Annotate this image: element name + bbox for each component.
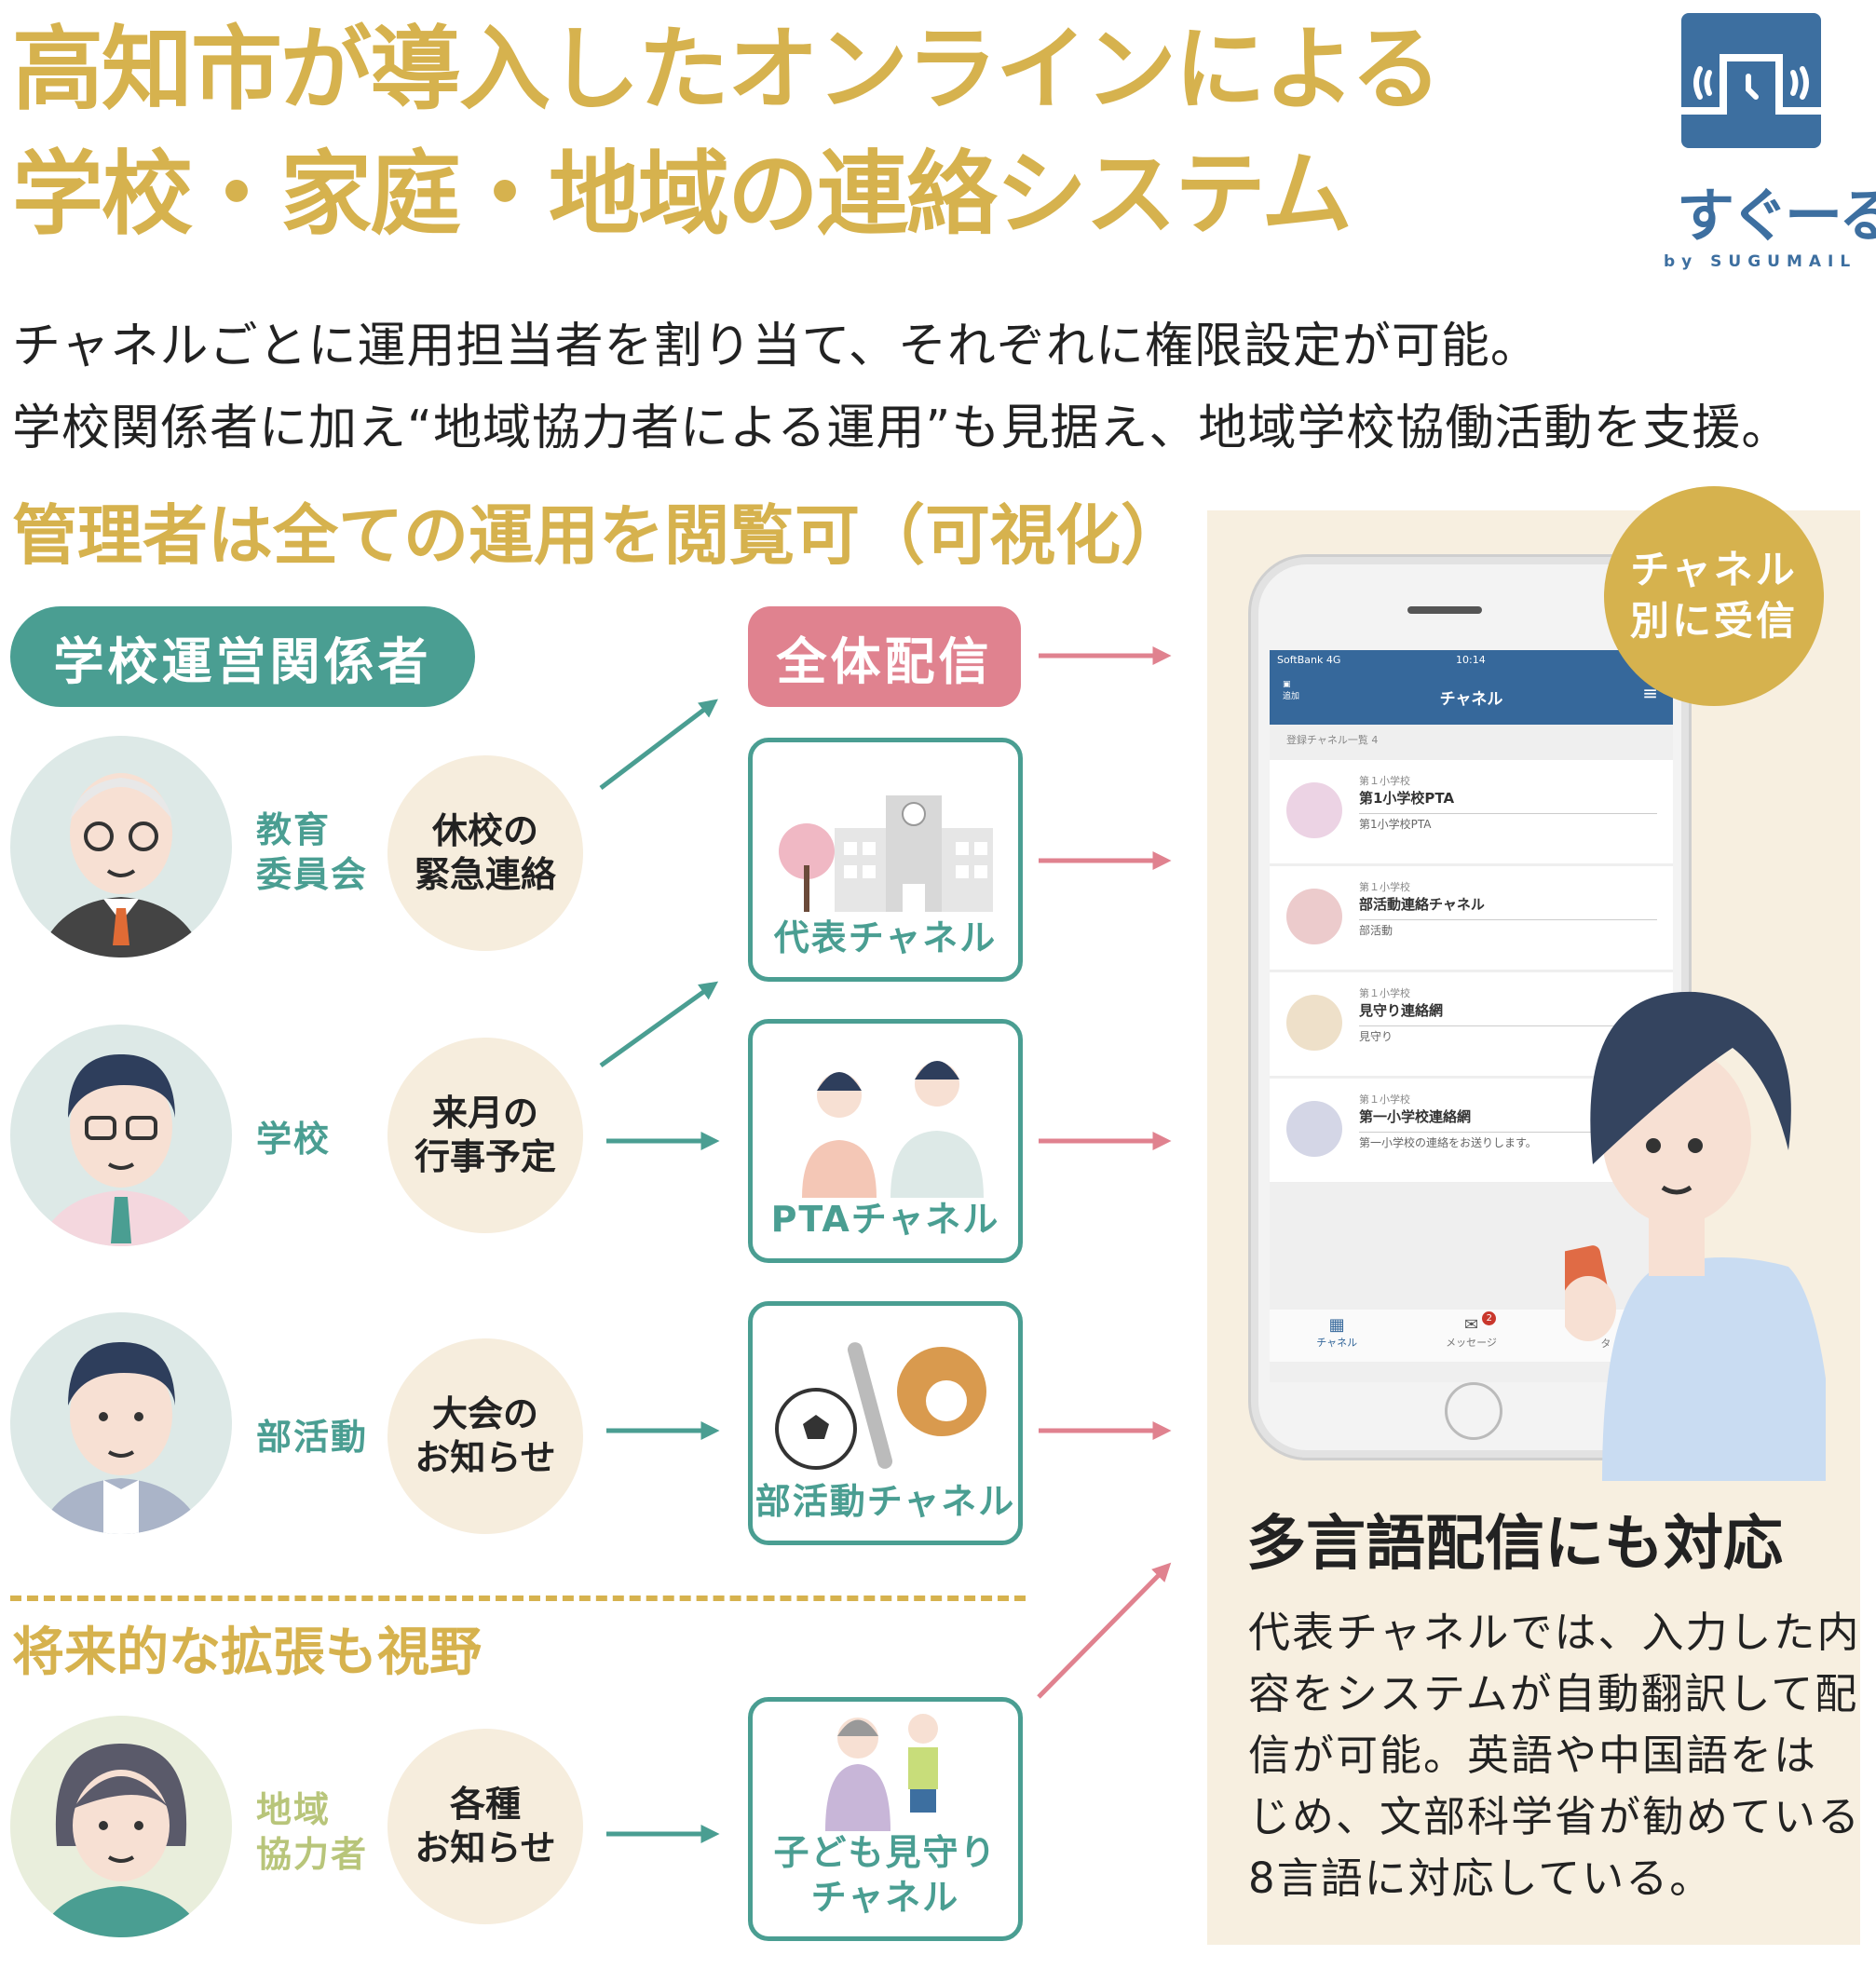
title-line1: 高知市が導入したオンラインによる bbox=[12, 17, 1442, 123]
carrier: SoftBank 4G bbox=[1277, 654, 1341, 666]
admin-heading: 管理者は全ての運用を閲覧可（可視化） bbox=[12, 497, 1186, 574]
multilang-text-line: 信が可能。英語や中国語をは bbox=[1248, 1731, 1818, 1780]
msg-line: 大会の bbox=[431, 1392, 538, 1434]
message-events: 来月の行事予定 bbox=[387, 1038, 583, 1233]
subtitle-line1: チャネルごとに運用担当者を割り当て、それぞれに権限設定が可能。 bbox=[12, 319, 1540, 374]
channel-label: 子ども見守りチャネル bbox=[773, 1831, 997, 1920]
title-line2: 学校・家庭・地域の連絡システム bbox=[12, 142, 1353, 248]
role-line: 地域 bbox=[256, 1789, 332, 1830]
channel-label: 代表チャネル bbox=[773, 917, 998, 958]
phone-speaker bbox=[1407, 606, 1482, 614]
item-desc: 部活動 bbox=[1359, 924, 1393, 937]
channel-label: 部活動チャネル bbox=[754, 1480, 1016, 1522]
club-icon bbox=[1286, 889, 1342, 944]
tab-label: チャネル bbox=[1316, 1337, 1358, 1349]
mail-icon: ✉ bbox=[1463, 1315, 1479, 1335]
role-label-school: 学校 bbox=[256, 1119, 332, 1160]
message-emergency: 休校の緊急連絡 bbox=[387, 755, 583, 951]
future-heading: 将来的な拡張も視野 bbox=[12, 1623, 482, 1683]
watch-icon bbox=[1286, 995, 1342, 1051]
item-school: 第１小学校 bbox=[1359, 987, 1410, 999]
avatar-board-of-education bbox=[10, 736, 232, 957]
tab-channel[interactable]: ▦ チャネル bbox=[1270, 1310, 1404, 1362]
channel-label-line: チャネル bbox=[810, 1876, 960, 1918]
sports-equipment-icon bbox=[774, 1341, 986, 1470]
add-label: 追加 bbox=[1283, 692, 1300, 701]
multilang-text-line: じめ、文部科学省が勧めている bbox=[1248, 1792, 1862, 1841]
msg-line: お知らせ bbox=[415, 1437, 556, 1478]
tab-label: メッセージ bbox=[1446, 1337, 1497, 1349]
channel-label: PTAチャネル bbox=[770, 1198, 1000, 1240]
item-name: 部活動連絡チャネル bbox=[1359, 894, 1657, 920]
role-label-board: 教育委員会 bbox=[256, 808, 368, 897]
channel-club: 部活動チャネル bbox=[748, 1301, 1023, 1545]
tab-other[interactable]: タ bbox=[1539, 1310, 1673, 1362]
item-name: 第1小学校PTA bbox=[1359, 788, 1657, 814]
multilang-heading: 多言語配信にも対応 bbox=[1246, 1510, 1783, 1579]
msg-line: 休校の bbox=[431, 809, 538, 851]
channel-representative: 代表チャネル bbox=[748, 738, 1023, 982]
app-header: SoftBank 4G 10:14 ▣追加 チャネル ≡ bbox=[1270, 650, 1673, 725]
multilang-text-line: 容をシステムが自動翻訳して配 bbox=[1248, 1669, 1859, 1718]
message-various: 各種お知らせ bbox=[387, 1729, 583, 1924]
item-school: 第１小学校 bbox=[1359, 775, 1410, 787]
dashed-divider bbox=[10, 1596, 1026, 1601]
woman-with-phone-illustration bbox=[1565, 991, 1826, 1481]
add-button[interactable]: ▣追加 bbox=[1283, 680, 1300, 701]
receive-by-channel-badge: チャネル 別に受信 bbox=[1604, 486, 1824, 706]
arrow-teal bbox=[599, 981, 719, 1068]
message-badge: 2 bbox=[1482, 1311, 1497, 1325]
multilang-text-line: 代表チャネルでは、入力した内 bbox=[1248, 1608, 1861, 1657]
msg-line: 各種 bbox=[449, 1783, 521, 1825]
avatar-club-activity bbox=[10, 1312, 232, 1534]
item-school: 第１小学校 bbox=[1359, 1093, 1410, 1106]
logo-byline: by SUGUMAIL bbox=[1664, 252, 1857, 271]
item-desc: 第1小学校PTA bbox=[1359, 818, 1432, 831]
msg-line: 緊急連絡 bbox=[414, 854, 556, 895]
pta-icon bbox=[1286, 782, 1342, 838]
avatar-community-cooperator bbox=[10, 1716, 232, 1937]
subtitle-line2: 学校関係者に加え“地域協力者による運用”も見据え、地域学校協働活動を支援。 bbox=[12, 401, 1791, 456]
role-line: 協力者 bbox=[256, 1833, 369, 1875]
channel-tab-icon: ▦ bbox=[1328, 1315, 1345, 1335]
list-header: 登録チャネル一覧 4 bbox=[1286, 734, 1379, 746]
arrow-teal bbox=[599, 699, 718, 790]
school-icon bbox=[1286, 1101, 1342, 1157]
arrow-pink bbox=[1037, 1562, 1172, 1699]
channel-list-item[interactable]: 第１小学校見守り連絡網見守り bbox=[1270, 972, 1673, 1077]
tab-label: タ bbox=[1600, 1338, 1611, 1350]
badge-line: 別に受信 bbox=[1629, 598, 1798, 644]
parents-icon bbox=[801, 1060, 984, 1198]
channel-list-item[interactable]: 第１小学校部活動連絡チャネル部活動 bbox=[1270, 866, 1673, 971]
item-desc: 見守り bbox=[1359, 1030, 1393, 1043]
school-group-pill: 学校運営関係者 bbox=[10, 606, 475, 707]
avatar-school bbox=[10, 1025, 232, 1246]
msg-line: 行事予定 bbox=[414, 1136, 556, 1177]
school-building-icon bbox=[778, 794, 993, 912]
channel-label-line: 子ども見守り bbox=[773, 1832, 998, 1873]
msg-line: お知らせ bbox=[415, 1827, 556, 1868]
item-name: 見守り連絡網 bbox=[1359, 1000, 1657, 1026]
item-desc: 第一小学校の連絡をお送りします。 bbox=[1359, 1136, 1537, 1149]
grandmother-child-icon bbox=[824, 1714, 938, 1831]
role-line: 教育 bbox=[256, 809, 332, 850]
item-name: 第一小学校連絡網 bbox=[1359, 1107, 1657, 1133]
badge-line: チャネル bbox=[1630, 547, 1798, 593]
home-button[interactable] bbox=[1445, 1382, 1502, 1440]
message-tournament: 大会のお知らせ bbox=[387, 1338, 583, 1534]
item-school: 第１小学校 bbox=[1359, 881, 1410, 893]
clock: 10:14 bbox=[1456, 654, 1486, 666]
tab-message[interactable]: ✉ メッセージ 2 bbox=[1404, 1310, 1538, 1362]
broadcast-pill: 全体配信 bbox=[748, 606, 1021, 707]
logo-mark-icon bbox=[1681, 13, 1821, 148]
role-label-club: 部活動 bbox=[256, 1417, 369, 1458]
app-header-title: チャネル bbox=[1439, 690, 1503, 709]
msg-line: 来月の bbox=[431, 1092, 538, 1134]
channel-pta: PTAチャネル bbox=[748, 1019, 1023, 1263]
role-line: 委員会 bbox=[256, 853, 369, 895]
role-label-community: 地域協力者 bbox=[256, 1788, 368, 1877]
multilang-text-line: 8言語に対応している。 bbox=[1248, 1854, 1714, 1903]
channel-child-watch: 子ども見守りチャネル bbox=[748, 1697, 1023, 1941]
